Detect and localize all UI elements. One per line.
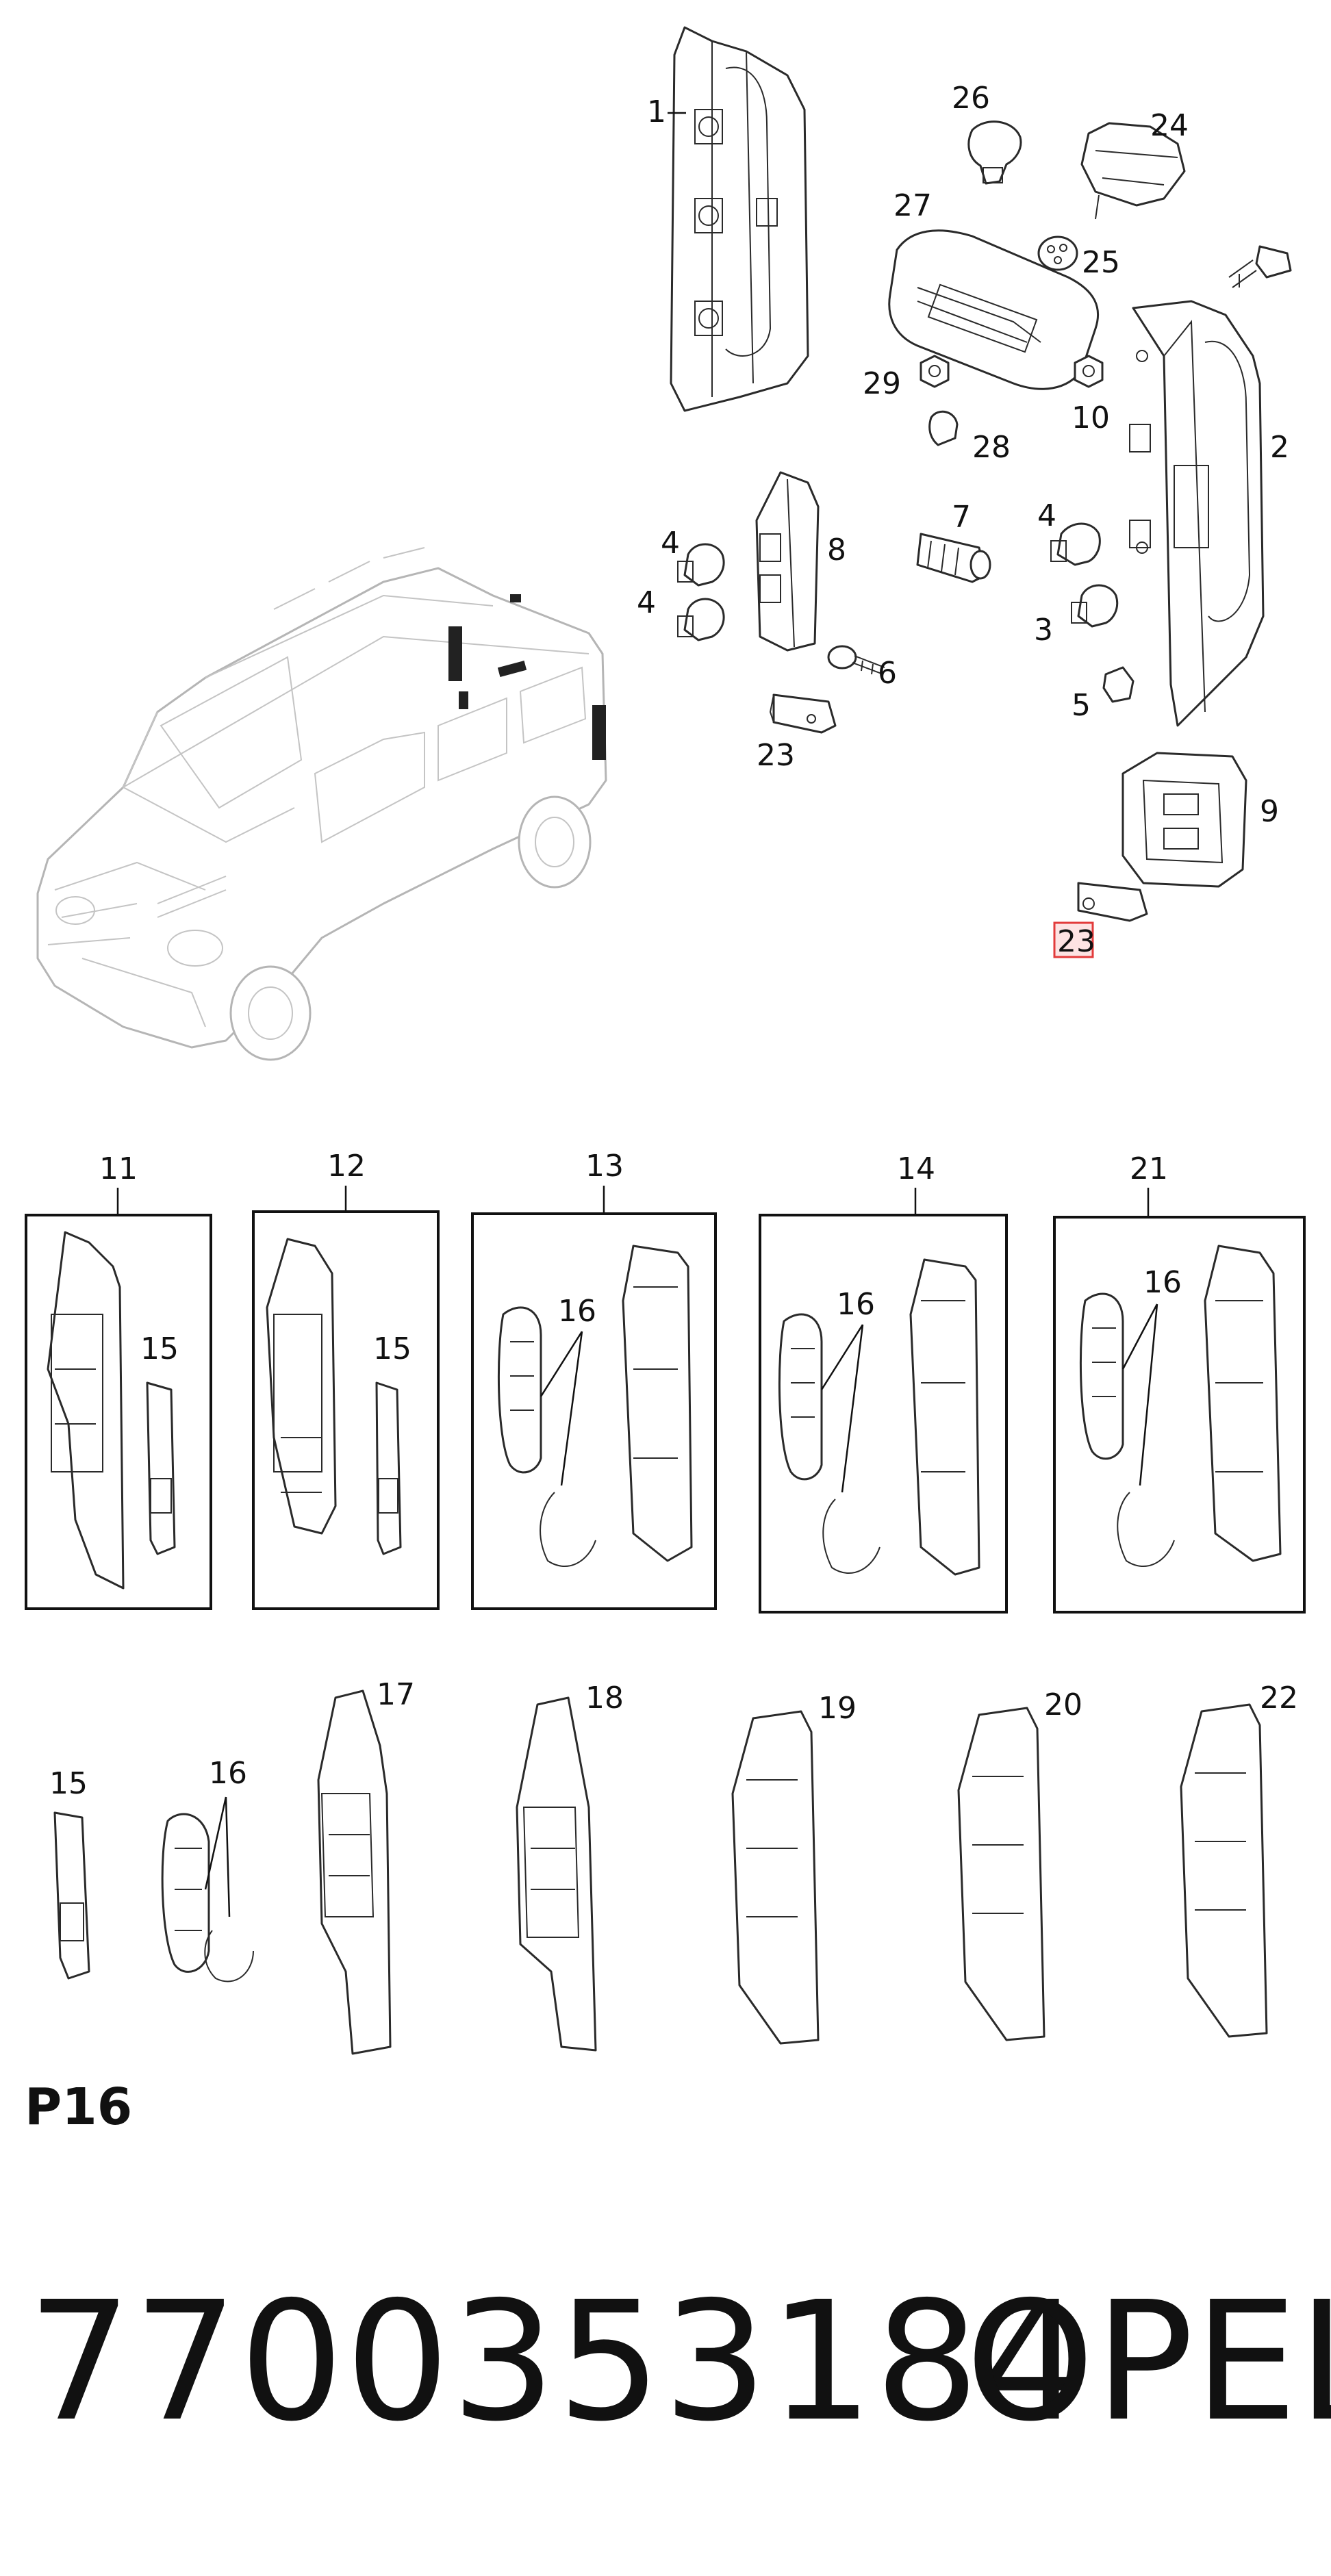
- part-23-clip-b: [1077, 882, 1148, 922]
- label-25: 25: [1082, 245, 1120, 280]
- part-7-plug: [916, 533, 991, 583]
- label-15c: 15: [49, 1766, 88, 1801]
- label-16b: 16: [837, 1287, 875, 1322]
- label-23b-highlighted: 23: [1057, 924, 1095, 959]
- label-1: 1: [647, 94, 666, 129]
- label-9: 9: [1260, 794, 1279, 829]
- label-11: 11: [99, 1151, 138, 1186]
- part-29-nut: [920, 355, 950, 388]
- label-18: 18: [585, 1681, 624, 1716]
- part-1-tail-lamp: [670, 26, 809, 412]
- label-20: 20: [1044, 1687, 1082, 1722]
- part-3-bulb: [1071, 584, 1119, 628]
- label-19: 19: [818, 1691, 857, 1726]
- group-22: 22: [1180, 1681, 1298, 2038]
- part-25-socket: [1037, 235, 1078, 271]
- group-18: 18: [516, 1681, 624, 2052]
- label-15b: 15: [373, 1331, 411, 1366]
- label-23a: 23: [757, 738, 795, 773]
- part-27-brake-lamp: [888, 229, 1100, 390]
- label-6: 6: [878, 656, 897, 691]
- label-7: 7: [952, 500, 971, 535]
- label-15a: 15: [140, 1331, 179, 1366]
- group-20: 20: [957, 1687, 1082, 2041]
- label-24: 24: [1150, 108, 1189, 143]
- label-16d: 16: [209, 1756, 247, 1791]
- part-26-bulb: [967, 120, 1022, 185]
- label-5: 5: [1072, 688, 1091, 723]
- label-2: 2: [1270, 430, 1289, 465]
- label-12: 12: [327, 1149, 366, 1184]
- label-21: 21: [1130, 1151, 1168, 1186]
- group-14: 14 16: [759, 1151, 1008, 1614]
- label-8: 8: [827, 533, 846, 568]
- part-2-tail-lamp: [1129, 300, 1265, 727]
- page-code: P16: [25, 2078, 133, 2137]
- part-24-lamp-cover: [1080, 122, 1186, 220]
- label-17: 17: [377, 1677, 415, 1712]
- label-26: 26: [952, 81, 990, 116]
- part-screw: [1228, 245, 1292, 288]
- label-16c: 16: [1143, 1265, 1182, 1300]
- group-19: 19: [731, 1691, 857, 2045]
- part-28-bulb: [928, 410, 959, 446]
- label-27: 27: [893, 188, 932, 223]
- group-15-loose: 15: [49, 1766, 90, 1980]
- van-illustration: [36, 547, 607, 1061]
- part-number: 7700353184: [27, 2266, 1087, 2458]
- group-13: 13 16: [471, 1149, 717, 1610]
- label-4a: 4: [661, 526, 680, 561]
- group-16-loose: 16: [161, 1756, 254, 1982]
- label-14: 14: [897, 1151, 935, 1186]
- part-5-fastener: [1102, 666, 1134, 703]
- label-13: 13: [585, 1149, 624, 1184]
- part-8-lamp: [755, 471, 820, 652]
- label-28: 28: [972, 430, 1011, 465]
- label-4c: 4: [1037, 498, 1056, 533]
- part-4-bulb-a: [677, 543, 725, 587]
- part-4-bulb-b: [677, 598, 725, 641]
- label-16a: 16: [558, 1294, 596, 1329]
- part-6-screw: [827, 645, 885, 675]
- group-12: 12 15: [252, 1149, 440, 1610]
- label-3: 3: [1034, 613, 1053, 648]
- label-22: 22: [1260, 1681, 1298, 1716]
- part-10-nut: [1074, 355, 1104, 388]
- highlight-23-box: [1053, 921, 1094, 958]
- label-4b: 4: [637, 585, 656, 620]
- label-29: 29: [863, 366, 901, 401]
- label-10: 10: [1072, 400, 1110, 435]
- brand-name: OPEL: [965, 2266, 1331, 2458]
- part-9-frame: [1121, 752, 1247, 888]
- group-11: 11 15: [25, 1151, 212, 1610]
- part-4-bulb-c: [1050, 522, 1101, 566]
- part-23-clip-a: [769, 693, 837, 734]
- group-21: 21 16: [1053, 1151, 1306, 1614]
- group-17: 17: [317, 1677, 415, 2055]
